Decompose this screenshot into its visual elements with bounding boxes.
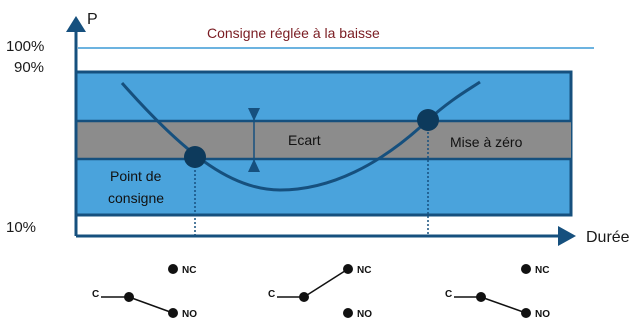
top-caption: Consigne réglée à la baisse [207, 25, 380, 41]
switch-1-nc-label: NC [182, 265, 196, 276]
switch-1-c-label: C [92, 289, 99, 300]
level-10-label: 10% [6, 219, 36, 236]
switch-2-no-label: NO [357, 309, 372, 320]
switch-2-c-label: C [268, 289, 275, 300]
switch-3: NC C NO [445, 264, 550, 320]
level-90-label: 90% [14, 59, 44, 76]
switch-3-nc-label: NC [535, 265, 549, 276]
level-100-label: 100% [6, 38, 44, 55]
switch-1-no-label: NO [182, 309, 197, 320]
switch-2-nc-label: NC [357, 265, 371, 276]
ecart-band [76, 121, 571, 159]
reset-dot [417, 109, 439, 131]
y-axis [66, 16, 86, 236]
switch-3-no-label: NO [535, 309, 550, 320]
y-axis-label: P [87, 11, 98, 28]
switch-3-c-label: C [445, 289, 452, 300]
x-axis-label: Durée [586, 229, 630, 246]
x-axis [76, 226, 576, 246]
ecart-dimension-marker [248, 108, 260, 172]
setpoint-label-line2: consigne [108, 190, 164, 206]
setpoint-label-line1: Point de [110, 168, 162, 184]
switch-2: NC C NO [268, 264, 372, 320]
reset-label: Mise à zéro [450, 134, 523, 150]
ecart-label: Ecart [288, 132, 321, 148]
switch-1: NC C NO [92, 264, 197, 320]
setpoint-dot [184, 146, 206, 168]
